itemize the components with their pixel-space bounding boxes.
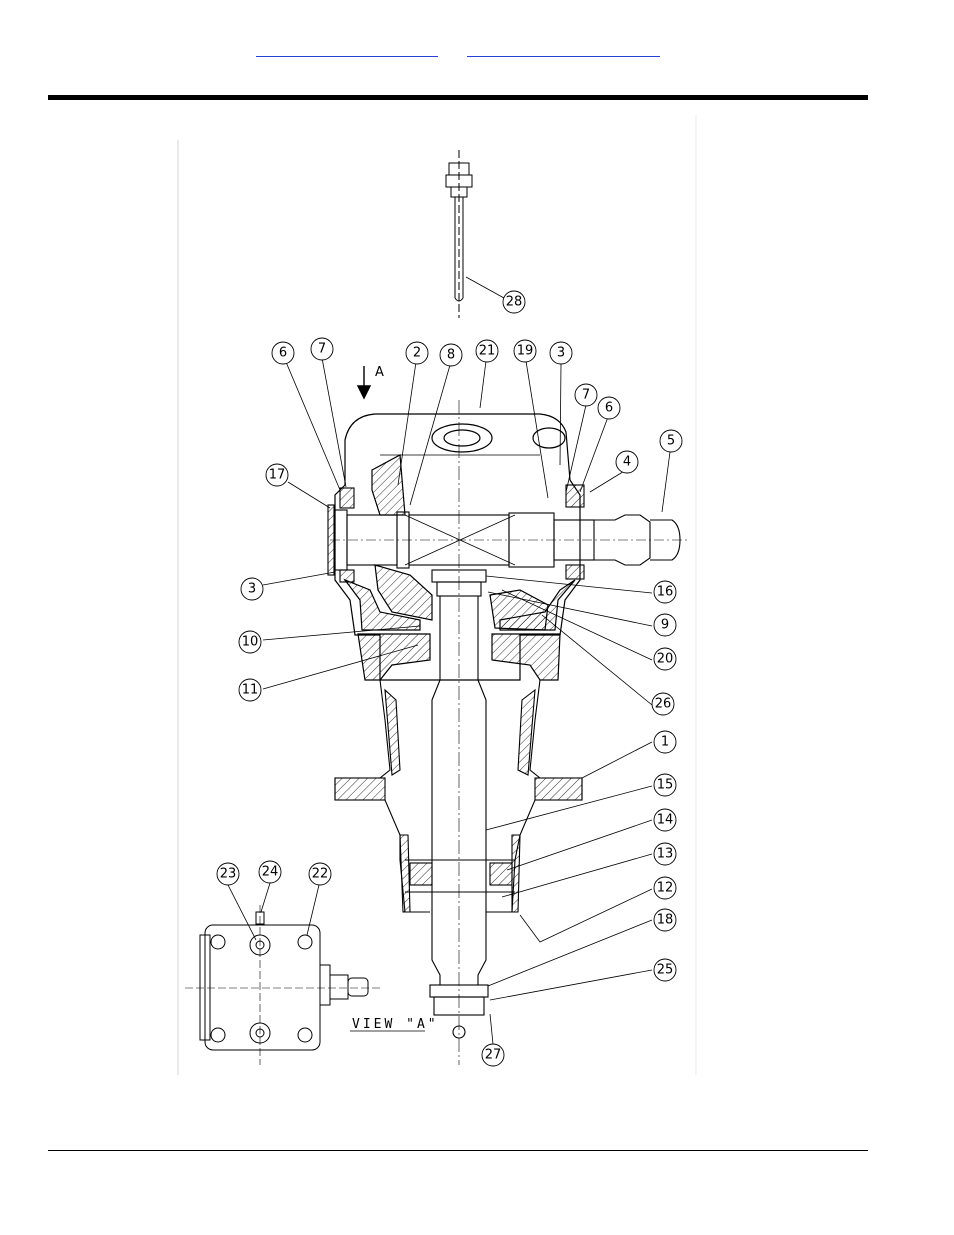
callout-3-top-text: 3 xyxy=(557,346,565,361)
callout-3-bottom xyxy=(240,577,264,601)
callout-1 xyxy=(653,730,677,754)
callout-7-left xyxy=(310,337,334,361)
callout-16-text: 16 xyxy=(657,585,674,600)
callout-15-text: 15 xyxy=(657,778,674,793)
callout-27 xyxy=(481,1043,505,1067)
callout-22 xyxy=(308,862,332,886)
callout-16 xyxy=(653,580,677,604)
callout-21 xyxy=(475,339,499,363)
callout-2 xyxy=(405,341,429,365)
dipstick-part xyxy=(445,150,473,318)
callout-3-top xyxy=(549,341,573,365)
callout-8 xyxy=(439,343,463,367)
callout-28-text: 28 xyxy=(506,295,523,310)
callout-18-text: 18 xyxy=(657,913,674,928)
callout-3-bottom-text: 3 xyxy=(248,582,256,597)
callout-21-text: 21 xyxy=(479,344,496,359)
callout-6-left-text: 6 xyxy=(279,346,287,361)
callout-17-text: 17 xyxy=(269,468,286,483)
callout-28 xyxy=(502,290,526,314)
header-rule xyxy=(48,95,868,100)
callout-17 xyxy=(265,463,289,487)
callout-1-text: 1 xyxy=(661,735,669,750)
view-a-arrow xyxy=(356,366,372,400)
callout-4-text: 4 xyxy=(623,455,631,470)
callout-20 xyxy=(653,647,677,671)
view-a-drawing xyxy=(185,905,380,1065)
leader-lines xyxy=(227,276,671,1045)
callout-12-text: 12 xyxy=(657,881,674,896)
callout-10 xyxy=(238,630,262,654)
callout-10-text: 10 xyxy=(242,635,259,650)
callout-2-text: 2 xyxy=(413,346,421,361)
view-a-marker: A xyxy=(375,365,384,380)
gearbox-housing xyxy=(334,413,581,681)
callout-25 xyxy=(653,958,677,982)
callout-7-right xyxy=(574,383,598,407)
callout-20-text: 20 xyxy=(657,652,674,667)
callout-6-right-text: 6 xyxy=(605,401,613,416)
footer-rule xyxy=(48,1150,868,1151)
callout-26-text: 26 xyxy=(655,697,672,712)
callout-13 xyxy=(653,842,677,866)
callout-24-text: 24 xyxy=(262,865,279,880)
callout-18 xyxy=(653,908,677,932)
callout-27-text: 27 xyxy=(485,1048,502,1063)
callout-13-text: 13 xyxy=(657,847,674,862)
view-a-label: VIEW "A" xyxy=(352,1017,439,1032)
callout-11-text: 11 xyxy=(242,683,259,698)
callout-8-text: 8 xyxy=(447,348,455,363)
callout-9 xyxy=(653,613,677,637)
callout-7-right-text: 7 xyxy=(582,388,590,403)
callout-6-left xyxy=(271,341,295,365)
callout-4 xyxy=(615,450,639,474)
callout-5 xyxy=(659,429,683,453)
callout-19 xyxy=(513,339,537,363)
callout-24 xyxy=(258,860,282,884)
callout-22-text: 22 xyxy=(312,867,329,882)
header-link-2[interactable] xyxy=(467,44,660,57)
callout-25-text: 25 xyxy=(657,963,674,978)
callout-12 xyxy=(653,876,677,900)
callout-23-text: 23 xyxy=(220,867,237,882)
callout-26 xyxy=(651,692,675,716)
callout-14 xyxy=(653,808,677,832)
callout-11 xyxy=(238,678,262,702)
callout-6-right xyxy=(597,396,621,420)
output-shaft xyxy=(334,400,583,1065)
callouts xyxy=(216,290,683,1067)
callout-9-text: 9 xyxy=(661,618,669,633)
callout-15 xyxy=(653,773,677,797)
callout-23 xyxy=(216,862,240,886)
callout-5-text: 5 xyxy=(667,434,675,449)
callout-14-text: 14 xyxy=(657,813,674,828)
callout-7-left-text: 7 xyxy=(318,342,326,357)
header-link-1[interactable] xyxy=(256,44,438,57)
callout-19-text: 19 xyxy=(517,344,534,359)
